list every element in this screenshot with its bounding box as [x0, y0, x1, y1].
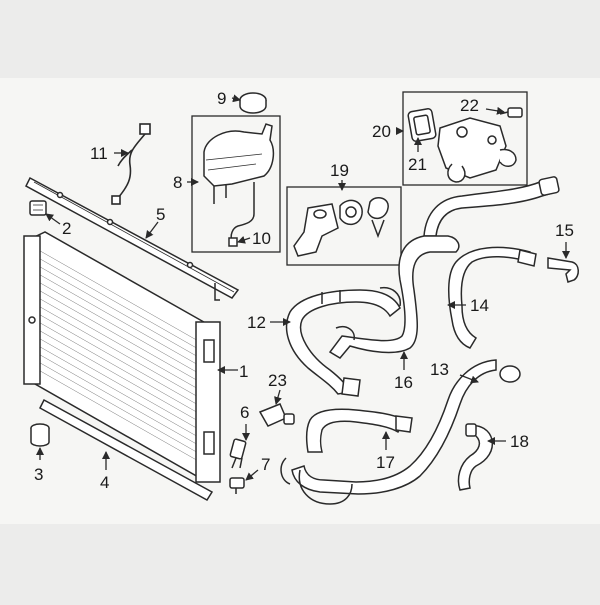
callout-7: 7	[261, 455, 270, 474]
callout-10: 10	[252, 229, 271, 248]
callout-6: 6	[240, 403, 249, 422]
part-23-sensor	[258, 403, 295, 427]
part-5-upper-bracket	[25, 176, 240, 301]
callout-labels: 1 2 3 4 5 6 7 8 9 10 11 12 13 14 15 16 1…	[34, 89, 574, 492]
part-13-hose	[280, 359, 521, 505]
callout-15: 15	[555, 221, 574, 240]
leader-lines	[36, 94, 570, 481]
part-20-outlet-housing	[437, 117, 517, 183]
callout-22: 22	[460, 96, 479, 115]
part-19-thermostat	[293, 197, 389, 257]
part-10-level-sensor	[228, 182, 255, 247]
box-20-outlet-group	[402, 91, 528, 186]
part-9-cap	[239, 92, 267, 114]
part-6-sensor	[229, 438, 247, 469]
part-16-hose	[328, 235, 460, 359]
callout-16: 16	[394, 373, 413, 392]
part-21-gasket	[407, 108, 437, 142]
callout-12: 12	[247, 313, 266, 332]
callout-21: 21	[408, 155, 427, 174]
callout-11: 11	[90, 144, 108, 163]
part-4-seal-strip	[39, 398, 214, 501]
callout-9: 9	[217, 89, 226, 108]
part-7-sensor	[229, 477, 245, 494]
part-17-hose	[305, 408, 413, 453]
callout-14: 14	[470, 296, 489, 315]
callout-23: 23	[268, 371, 287, 390]
callout-5: 5	[156, 205, 165, 224]
part-14-hose	[448, 246, 537, 349]
part-3-mount	[30, 423, 50, 447]
callout-2: 2	[62, 219, 71, 238]
callout-20: 20	[372, 122, 391, 141]
part-2-clip	[29, 200, 47, 216]
callout-8: 8	[173, 173, 182, 192]
part-1-radiator	[23, 231, 221, 483]
callout-13: 13	[430, 360, 449, 379]
callout-3: 3	[34, 465, 43, 484]
part-upper-right-hose	[423, 176, 560, 237]
part-8-reservoir	[203, 123, 275, 204]
part-12-hose	[285, 286, 401, 397]
callout-17: 17	[376, 453, 395, 472]
part-11-sensor-harness	[111, 123, 151, 205]
callout-19: 19	[330, 161, 349, 180]
callout-4: 4	[100, 473, 109, 492]
part-15-hose	[547, 257, 579, 283]
callout-18: 18	[510, 432, 529, 451]
callout-1: 1	[239, 362, 248, 381]
